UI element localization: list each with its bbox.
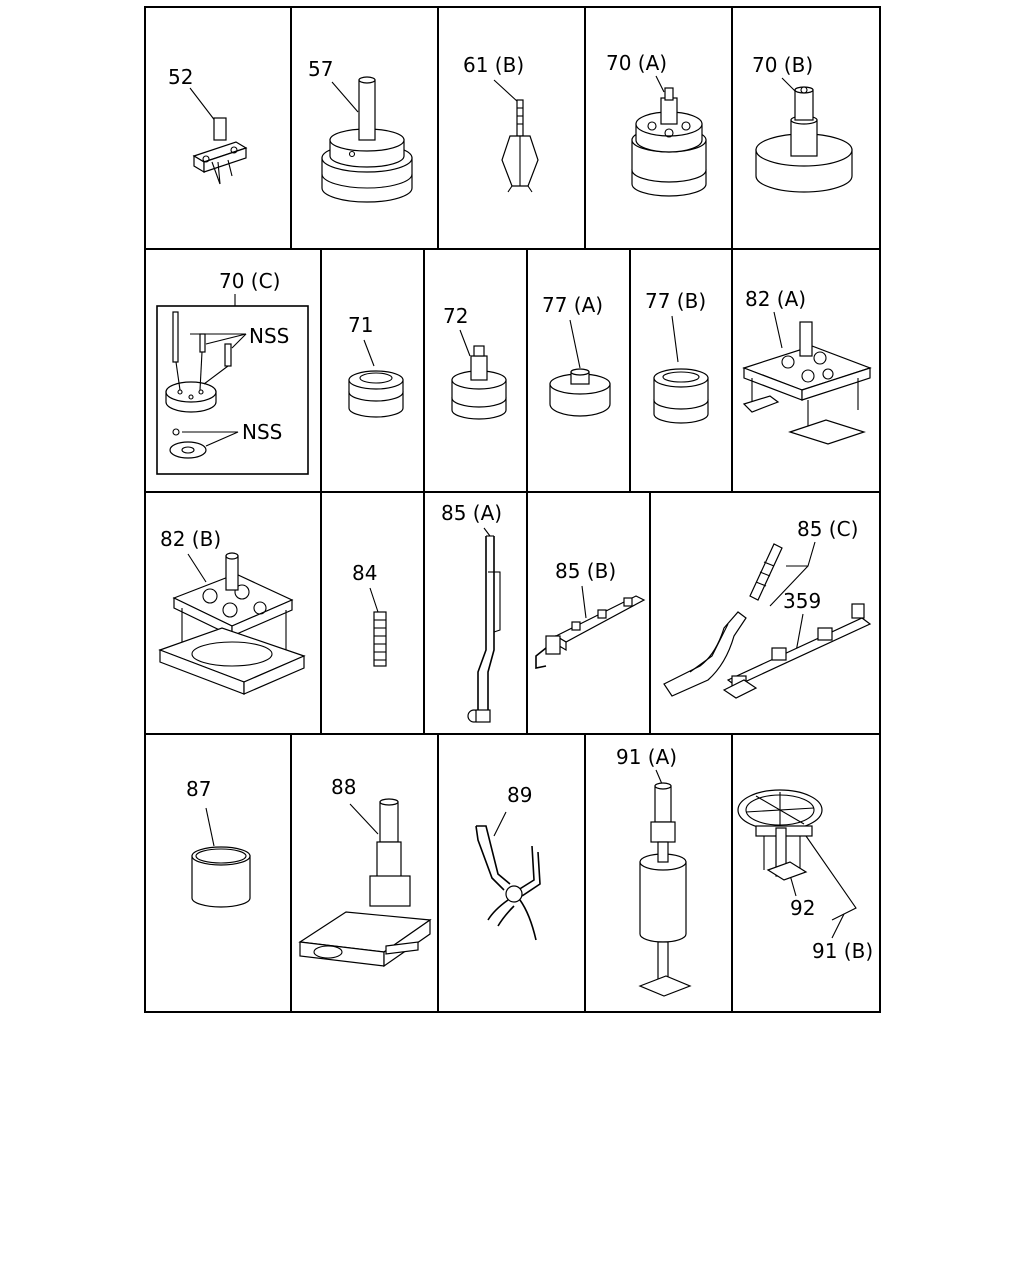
part-70a: 70 (A) <box>606 51 707 197</box>
callout-nss-2: NSS <box>242 420 282 444</box>
callout-77a: 77 (A) <box>542 293 603 317</box>
parts-grid <box>144 6 881 1013</box>
press-plate-82b-drawing <box>158 552 306 695</box>
callout-57: 57 <box>308 57 333 81</box>
part-52: 52 <box>168 65 248 185</box>
part-82b: 82 (B) <box>158 527 306 695</box>
part-91a: 91 (A) <box>616 745 692 997</box>
puller-91b-drawing <box>737 789 823 881</box>
callout-92: 92 <box>790 896 815 920</box>
callout-70a: 70 (A) <box>606 51 667 75</box>
ring-87-drawing <box>191 846 251 908</box>
callout-85c: 85 (C) <box>797 517 858 541</box>
callout-70c: 70 (C) <box>219 269 280 293</box>
driver-71-drawing <box>348 370 404 418</box>
callout-71: 71 <box>348 313 373 337</box>
part-84: 84 <box>352 561 387 667</box>
callout-91b: 91 (B) <box>812 939 873 963</box>
part-85a: 85 (A) <box>441 501 502 723</box>
puller-61b-drawing <box>501 99 539 193</box>
driver-70a-drawing <box>631 87 707 197</box>
callout-77b: 77 (B) <box>645 289 706 313</box>
spring-84-drawing <box>373 611 387 667</box>
tool-85c-drawing <box>663 543 872 699</box>
callout-87: 87 <box>186 777 211 801</box>
fixture-88-drawing <box>298 798 432 968</box>
part-89: 89 <box>475 783 541 941</box>
part-77b: 77 (B) <box>645 289 709 424</box>
callout-82b: 82 (B) <box>160 527 221 551</box>
callout-72: 72 <box>443 304 468 328</box>
callout-84: 84 <box>352 561 377 585</box>
part-77a: 77 (A) <box>542 293 611 417</box>
puller-plate-drawing <box>192 117 248 185</box>
kit-70c-drawing <box>165 311 232 459</box>
part-61b: 61 (B) <box>463 53 539 193</box>
part-91b: 92 91 (B) <box>737 789 873 963</box>
callout-nss-1: NSS <box>249 324 289 348</box>
callout-82a: 82 (A) <box>745 287 806 311</box>
callout-359: 359 <box>783 589 821 613</box>
callout-91a: 91 (A) <box>616 745 677 769</box>
kit-box <box>156 305 309 475</box>
callout-85a: 85 (A) <box>441 501 502 525</box>
part-57: 57 <box>308 57 413 203</box>
pliers-89-drawing <box>475 825 541 941</box>
press-plate-82a-drawing <box>742 321 872 445</box>
driver-70b-drawing <box>755 86 853 193</box>
driver-57-drawing <box>321 76 413 203</box>
driver-77a-drawing <box>549 368 611 417</box>
tool-85a-drawing <box>467 535 501 723</box>
callout-52: 52 <box>168 65 193 89</box>
driver-77b-drawing <box>653 368 709 424</box>
part-88: 88 <box>298 775 432 968</box>
slide-hammer-91a-drawing <box>638 782 692 997</box>
callout-85b: 85 (B) <box>555 559 616 583</box>
callout-61b: 61 (B) <box>463 53 524 77</box>
part-70c: 70 (C) NSS NSS <box>156 269 309 475</box>
part-85c: 85 (C) 359 <box>663 517 872 699</box>
part-71: 71 <box>348 313 404 418</box>
callout-70b: 70 (B) <box>752 53 813 77</box>
tool-85b-drawing <box>535 595 646 669</box>
part-87: 87 <box>186 777 251 908</box>
part-72: 72 <box>443 304 507 420</box>
part-82a: 82 (A) <box>742 287 872 445</box>
part-85b: 85 (B) <box>535 559 646 669</box>
driver-72-drawing <box>451 345 507 420</box>
part-70b: 70 (B) <box>752 53 853 193</box>
callout-89: 89 <box>507 783 532 807</box>
callout-88: 88 <box>331 775 356 799</box>
